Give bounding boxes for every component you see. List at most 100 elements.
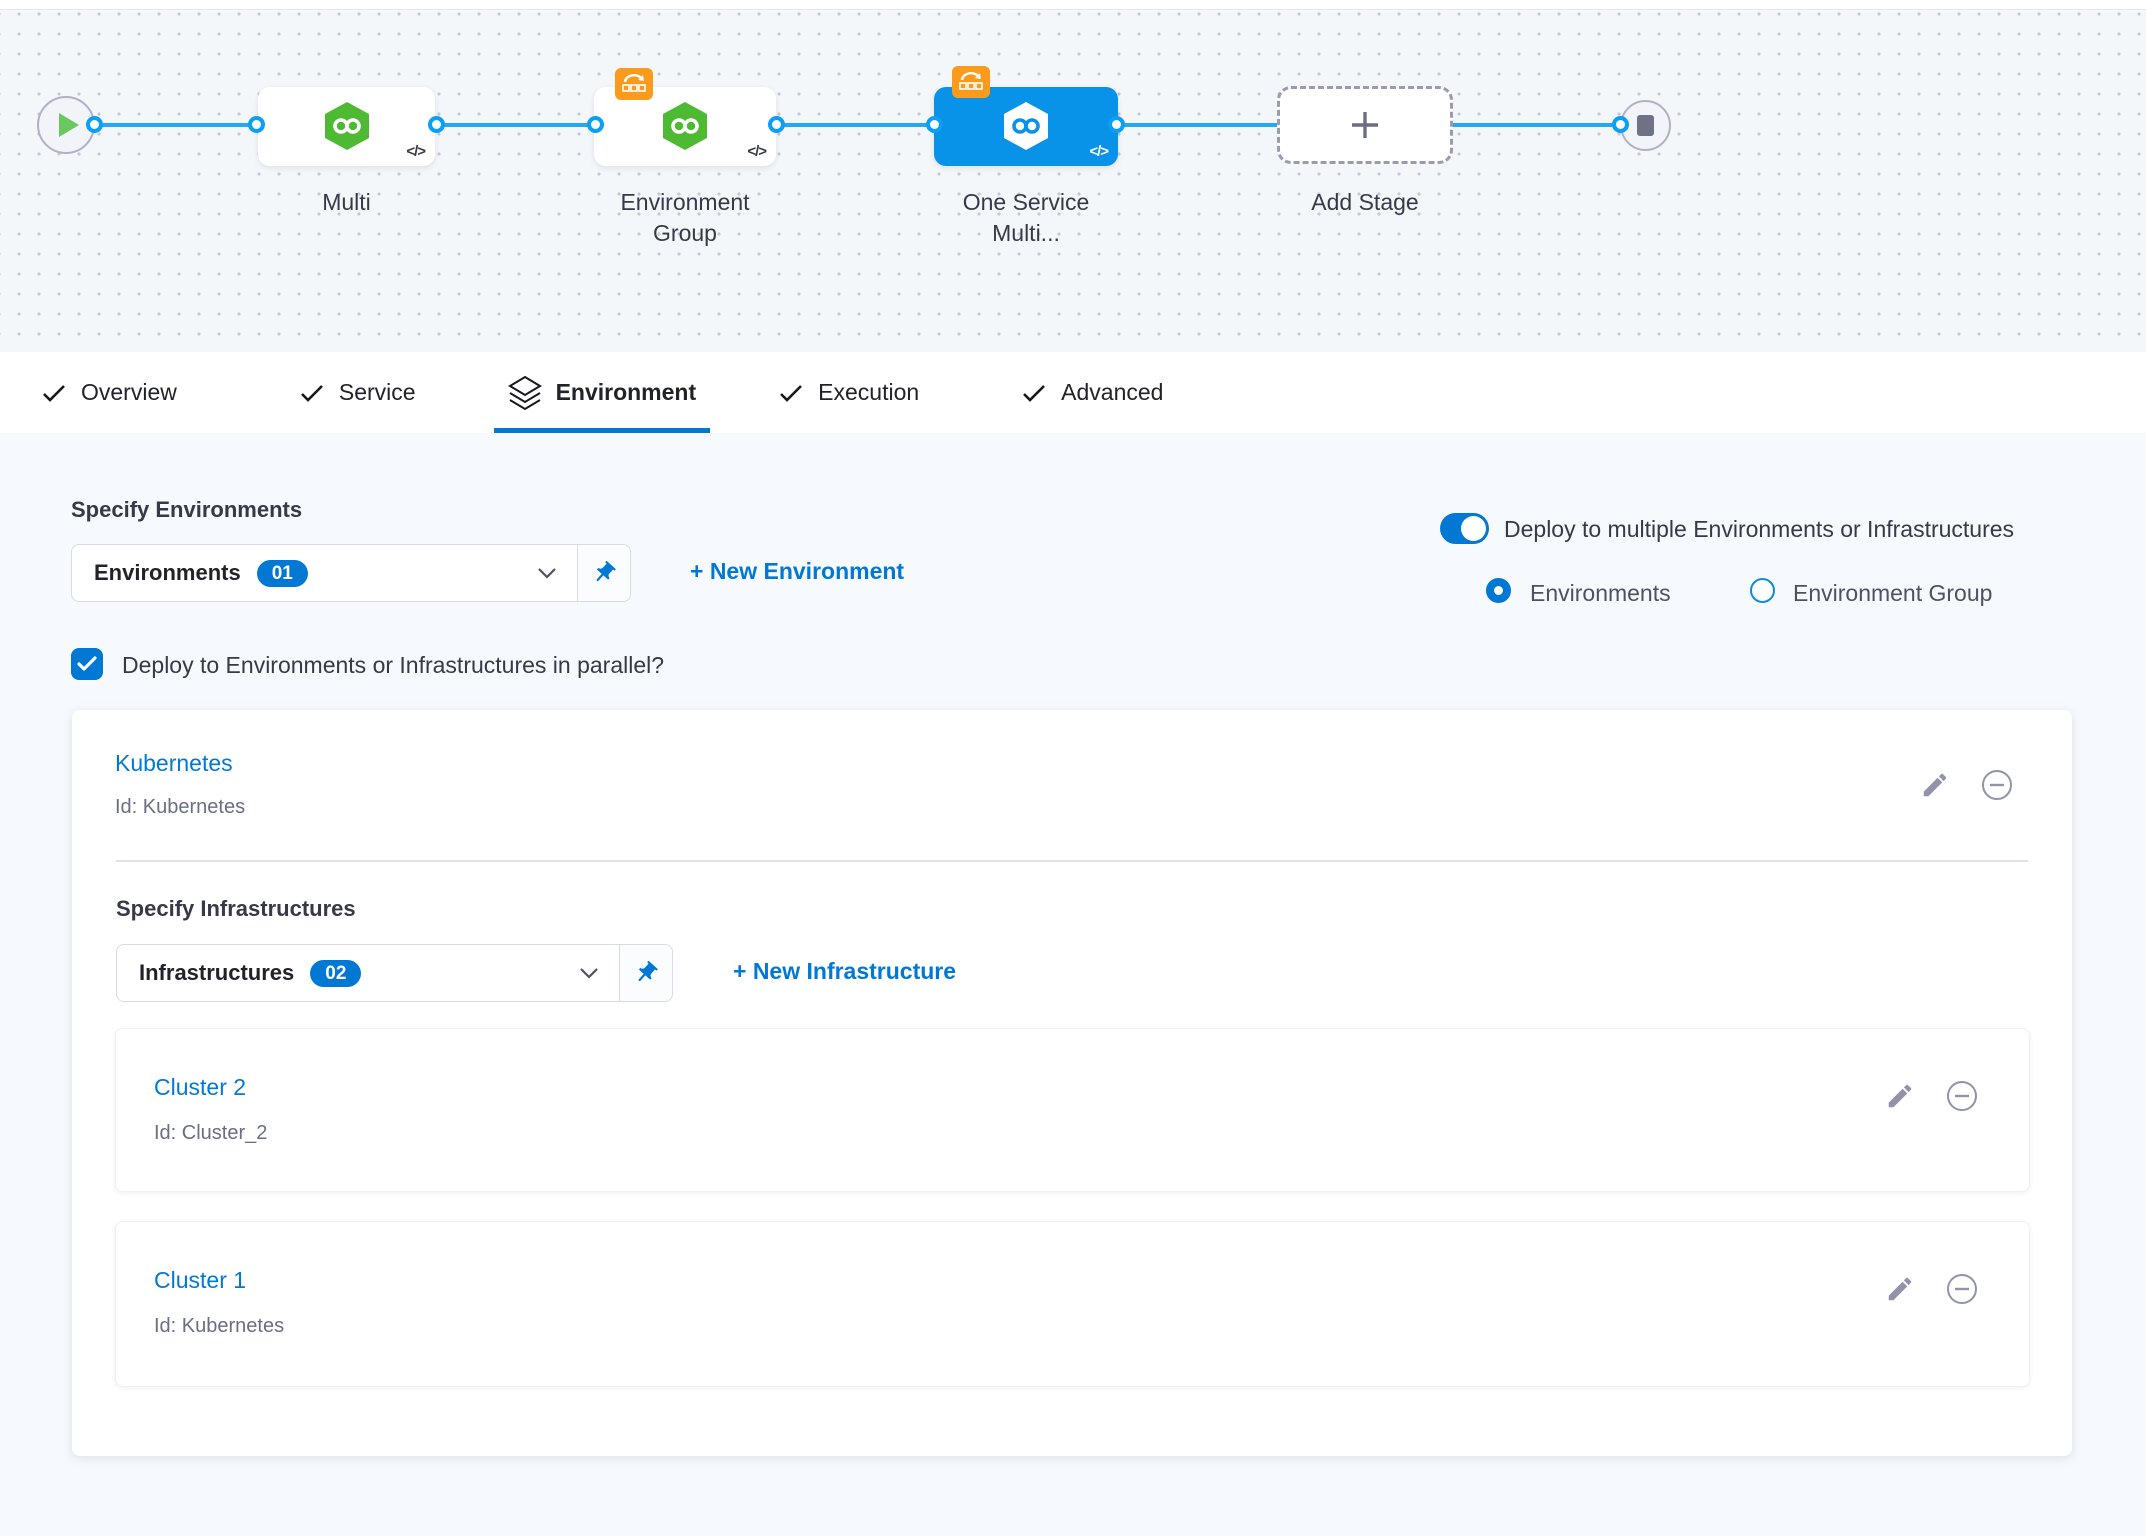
- infrastructure-title-link[interactable]: Cluster 1: [154, 1267, 247, 1293]
- check-icon: [77, 656, 97, 671]
- edit-infrastructure-button[interactable]: [1885, 1274, 1915, 1304]
- pipeline-edge: [435, 123, 596, 127]
- deploy-multiple-toggle[interactable]: [1440, 513, 1489, 544]
- stage-label-multi: Multi: [322, 189, 371, 215]
- deploy-multiple-toggle-label: Deploy to multiple Environments or Infra…: [1504, 516, 2015, 542]
- tab-overview[interactable]: Overview: [41, 352, 177, 433]
- stage-label-one-service-multi: One Service Multi...: [962, 189, 1090, 246]
- chevron-down-icon: [579, 967, 599, 979]
- environment-title-link[interactable]: Kubernetes: [115, 750, 233, 776]
- radio-environment-group[interactable]: [1750, 578, 1775, 603]
- stage-label-add-stage: Add Stage: [1311, 189, 1419, 215]
- environment-tab-content: Specify Environments Environments 01 + N…: [0, 433, 2146, 1536]
- environments-dropdown[interactable]: Environments 01: [71, 544, 631, 602]
- pipeline-start-node[interactable]: [37, 96, 95, 154]
- stage-node-one-service-multi[interactable]: </>: [934, 66, 1118, 166]
- check-icon: [780, 384, 803, 402]
- environment-layers-icon: [507, 375, 542, 410]
- play-icon: [59, 113, 79, 137]
- pushpin-icon: [638, 961, 658, 982]
- radio-environments[interactable]: [1486, 578, 1511, 603]
- infrastructures-dropdown-value-area[interactable]: Infrastructures 02: [117, 945, 619, 1001]
- stage-tabbar: Overview Service Environment Execution: [0, 352, 2146, 433]
- infrastructure-card-cluster-1: Cluster 1 Id: Kubernetes: [115, 1221, 2030, 1387]
- check-icon: [300, 384, 323, 402]
- yaml-code-glyph[interactable]: </>: [747, 143, 767, 160]
- infrastructure-card-cluster-2: Cluster 2 Id: Cluster_2: [115, 1028, 2030, 1192]
- infrastructures-dropdown[interactable]: Infrastructures 02: [116, 944, 673, 1002]
- harness-cd-icon-selected: [1004, 102, 1048, 150]
- specify-environments-heading: Specify Environments: [71, 497, 303, 522]
- minus-circle-icon: [1947, 1081, 1977, 1111]
- environment-card-kubernetes: Kubernetes Id: Kubernetes Specify Infras…: [72, 710, 2072, 1456]
- stage-node-environment-group[interactable]: </>: [594, 68, 776, 166]
- new-environment-link[interactable]: + New Environment: [690, 558, 905, 584]
- infrastructure-id-text: Id: Cluster_2: [154, 1122, 268, 1144]
- stop-icon: [1637, 115, 1654, 136]
- infrastructures-count-badge: 02: [310, 959, 362, 987]
- edge-connector[interactable]: [428, 116, 445, 133]
- environment-id-text: Id: Kubernetes: [115, 796, 246, 818]
- propagate-badge-icon: [615, 68, 653, 100]
- harness-cd-icon: [663, 102, 707, 150]
- remove-infrastructure-button[interactable]: [1945, 1079, 1979, 1113]
- environments-dropdown-value: Environments: [94, 560, 241, 585]
- top-strip: [0, 0, 2146, 10]
- edge-connector[interactable]: [926, 116, 943, 133]
- edit-environment-button[interactable]: [1920, 770, 1950, 800]
- specify-infrastructures-heading: Specify Infrastructures: [116, 896, 356, 921]
- radio-environment-group-label[interactable]: Environment Group: [1793, 580, 1993, 606]
- chevron-down-icon: [537, 567, 557, 579]
- pin-environments-button[interactable]: [577, 545, 630, 601]
- edge-connector[interactable]: [587, 116, 604, 133]
- pushpin-icon: [596, 561, 616, 582]
- pencil-icon: [1888, 1084, 1912, 1108]
- pipeline-edge: [776, 123, 936, 127]
- tab-label: Environment: [555, 379, 697, 405]
- yaml-code-glyph[interactable]: </>: [406, 143, 426, 160]
- check-icon: [1023, 384, 1046, 402]
- tab-environment[interactable]: Environment: [493, 352, 710, 433]
- tab-execution[interactable]: Execution: [778, 352, 919, 433]
- pipeline-canvas[interactable]: </> </>: [0, 11, 2146, 352]
- infrastructures-dropdown-value: Infrastructures: [139, 960, 295, 985]
- deploy-parallel-checkbox[interactable]: [71, 648, 103, 680]
- tab-service[interactable]: Service: [299, 352, 416, 433]
- minus-circle-icon: [1947, 1274, 1977, 1304]
- propagate-badge-icon: [952, 66, 990, 98]
- infrastructure-title-link[interactable]: Cluster 2: [154, 1074, 247, 1100]
- environments-count-badge: 01: [256, 559, 308, 587]
- card-divider: [116, 860, 2028, 862]
- minus-circle-icon: [1982, 770, 2012, 800]
- plus-icon: [1352, 112, 1378, 138]
- yaml-code-glyph[interactable]: </>: [1089, 143, 1109, 160]
- radio-environments-label[interactable]: Environments: [1530, 580, 1671, 606]
- tab-advanced[interactable]: Advanced: [1021, 352, 1163, 433]
- stage-label-environment-group: Environment Group: [620, 189, 750, 246]
- edge-connector[interactable]: [1612, 116, 1629, 133]
- pencil-icon: [1888, 1277, 1912, 1301]
- toggle-knob: [1461, 516, 1486, 541]
- tab-label: Execution: [818, 379, 920, 405]
- check-icon: [43, 384, 65, 402]
- edge-connector[interactable]: [86, 116, 103, 133]
- pencil-icon: [1923, 773, 1947, 797]
- remove-environment-button[interactable]: [1980, 768, 2014, 802]
- environments-dropdown-value-area[interactable]: Environments 01: [72, 545, 577, 601]
- infrastructure-id-text: Id: Kubernetes: [154, 1315, 285, 1337]
- edge-connector[interactable]: [248, 116, 265, 133]
- add-stage-button[interactable]: [1277, 86, 1453, 164]
- stage-node-multi[interactable]: </>: [258, 87, 435, 166]
- tab-label: Overview: [81, 379, 177, 405]
- tab-label: Advanced: [1061, 379, 1164, 405]
- edit-infrastructure-button[interactable]: [1885, 1081, 1915, 1111]
- pipeline-edge: [92, 123, 258, 127]
- harness-cd-icon: [324, 102, 369, 150]
- edge-connector[interactable]: [768, 116, 785, 133]
- remove-infrastructure-button[interactable]: [1945, 1272, 1979, 1306]
- pin-infrastructures-button[interactable]: [619, 945, 672, 1001]
- edge-connector[interactable]: [1108, 116, 1125, 133]
- deploy-parallel-checkbox-label[interactable]: Deploy to Environments or Infrastructure…: [122, 652, 665, 678]
- new-infrastructure-link[interactable]: + New Infrastructure: [733, 958, 957, 984]
